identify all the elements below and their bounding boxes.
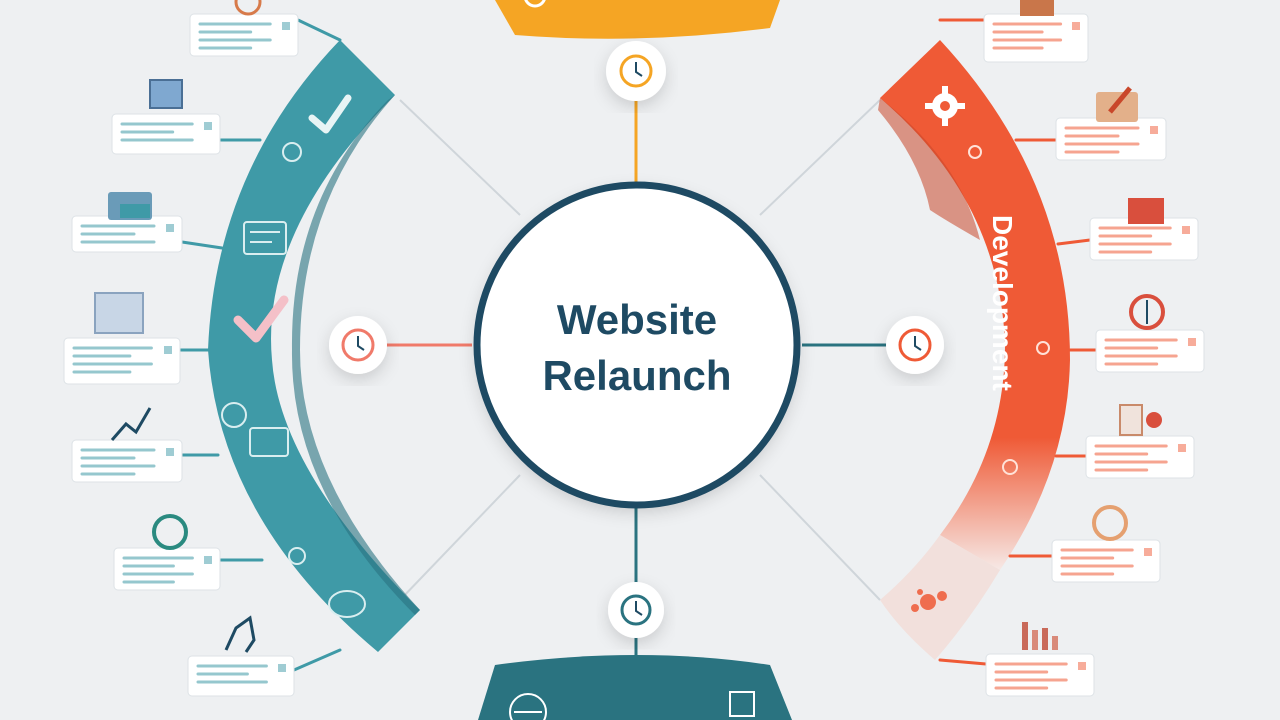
bottom-clock-node [608,582,664,638]
task-card [938,13,1089,63]
right-phase-arc [880,40,1070,570]
hub-title-line-2: Relaunch [542,352,731,399]
hub-title-line-1: Website [557,296,717,343]
left-task-cards [63,13,342,697]
task-card [1068,329,1205,373]
compass-icon [1129,294,1165,330]
clock-icon [341,328,375,362]
task-card [1014,117,1167,161]
task-card [71,215,224,253]
diagonal-connectors [399,99,881,601]
clock-icon [234,0,262,16]
central-hub: Website Relaunch [473,181,801,509]
right-arc-icons [968,145,1050,475]
toolkit-icon [1128,198,1164,224]
right-task-cards [938,13,1205,697]
gauge-icon [1092,505,1128,541]
right-phase-arc-inner [878,98,980,240]
top-clock-node [606,41,666,101]
right-pictogram-icons [1020,0,1165,650]
left-arc-icons [221,142,366,618]
right-clock-node [886,316,944,374]
clock-icon [898,328,932,362]
task-card [1054,435,1195,479]
checkmark-icon [233,295,289,343]
trend-chart-icon [110,407,152,441]
stopwatch-icon [152,514,188,550]
left-phase-arc [208,40,420,652]
monitor-icon [149,79,183,109]
splash-icon [911,589,947,612]
task-card [189,13,342,57]
box-icon [1020,0,1054,16]
hub-connectors [380,93,890,665]
left-pictogram-icons [94,0,262,653]
task-card [938,653,1095,697]
left-clock-node [329,316,387,374]
bottom-phase-icons [509,691,755,720]
checklist-icon [1119,404,1143,436]
task-card [113,547,264,591]
gear-icon [925,86,965,126]
task-card [111,113,262,155]
right-phase-label: Development [987,215,1018,391]
bottom-phase-segment [478,655,792,720]
person-icon [224,615,256,653]
task-card [187,648,342,697]
clock-icon [620,594,652,626]
checkmark-icon [308,94,352,134]
task-card [71,439,220,483]
bar-chart-icon [1022,622,1058,650]
clock-icon [619,54,653,88]
left-phase-arc-inner [291,95,420,615]
task-card [63,337,210,385]
top-phase-icon [524,0,546,8]
task-card [1008,539,1161,583]
document-icon [94,292,144,334]
task-card [1056,217,1199,261]
top-phase-segment [495,0,780,39]
